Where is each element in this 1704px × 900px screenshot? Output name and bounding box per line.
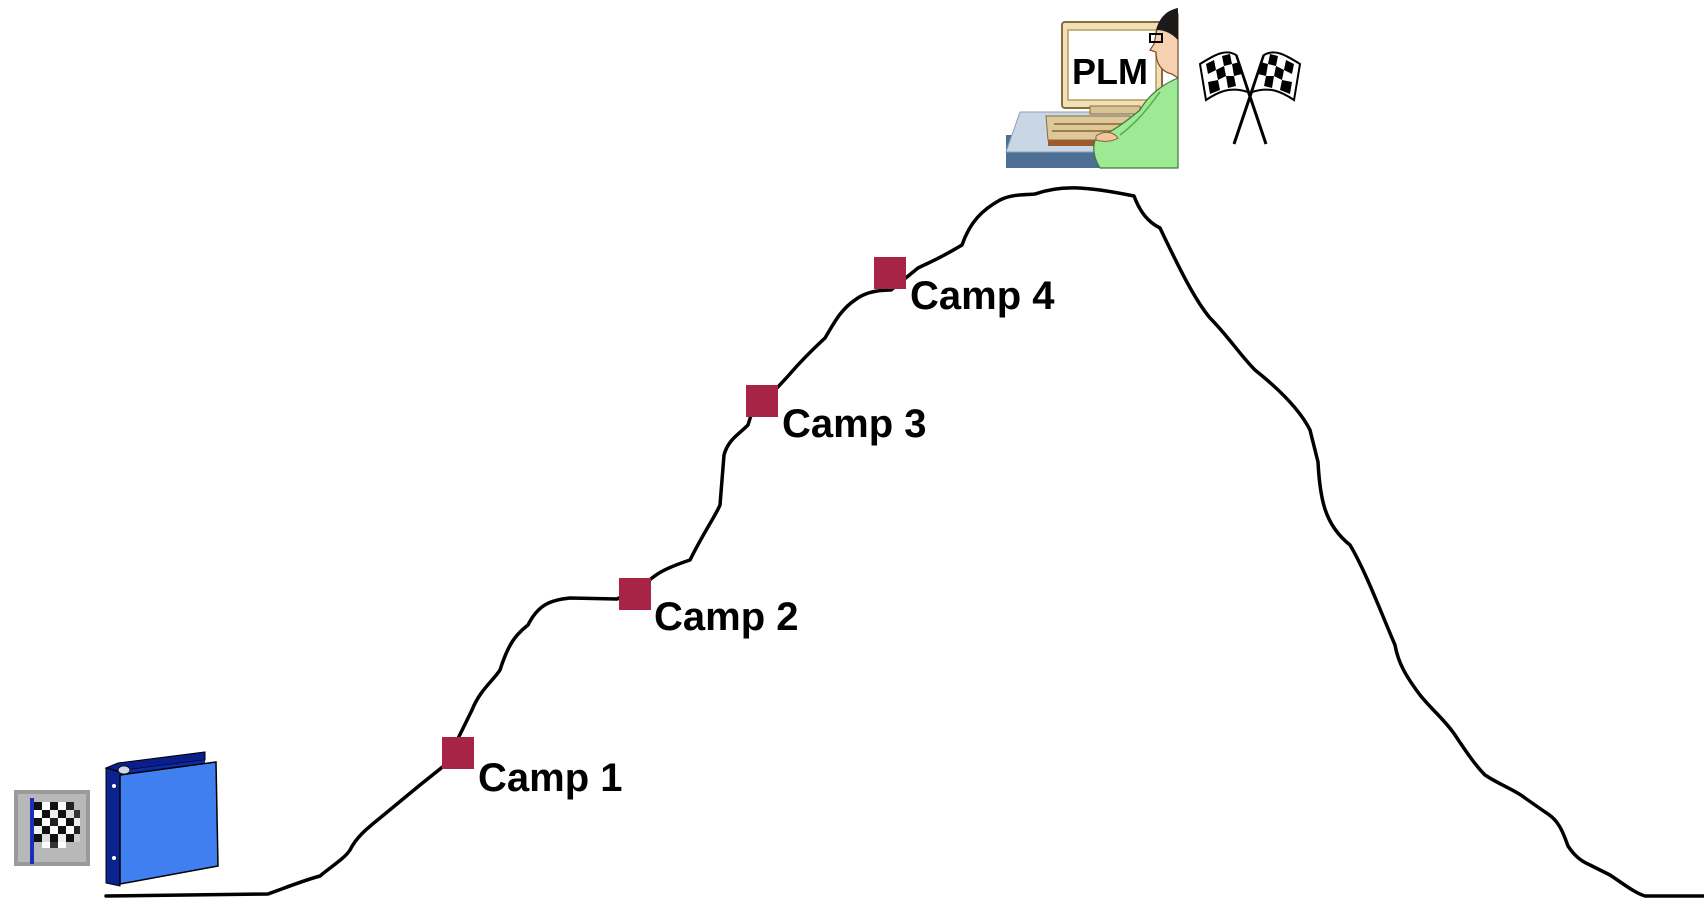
camp-3-marker — [746, 385, 778, 417]
camp-4-marker — [874, 257, 906, 289]
crossed-checkered-flags-icon — [1198, 51, 1302, 145]
camp-3-label: Camp 3 — [782, 402, 927, 446]
person-at-computer-icon: PLM — [1005, 8, 1179, 169]
camp-1-marker — [442, 737, 474, 769]
camp-2-marker — [619, 578, 651, 610]
checkered-flag-icon — [14, 790, 90, 866]
plm-screen-text: PLM — [1072, 51, 1148, 92]
mountain-outline — [104, 186, 1704, 898]
camp-1-label: Camp 1 — [478, 756, 623, 800]
camp-2-label: Camp 2 — [654, 595, 799, 639]
blue-binder-icon — [104, 751, 219, 887]
camp-4-label: Camp 4 — [910, 274, 1055, 318]
